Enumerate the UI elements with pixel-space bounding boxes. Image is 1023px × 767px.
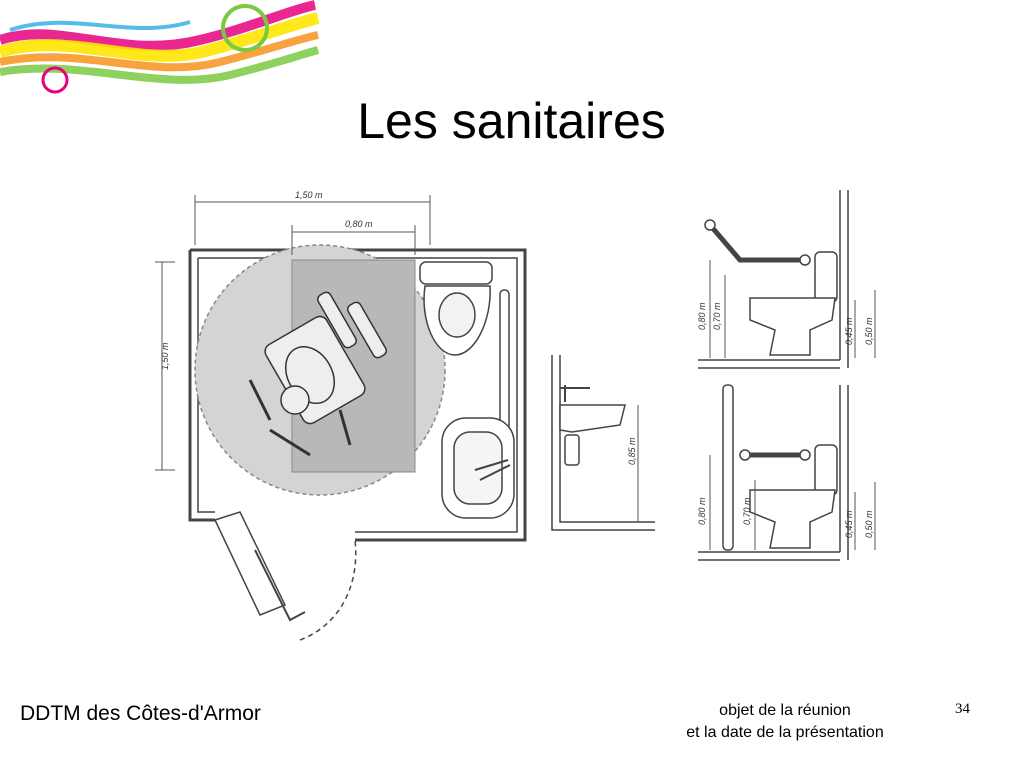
grab-bar-plan — [499, 289, 510, 431]
dimension-seat-top-2: 0,50 m — [864, 317, 874, 345]
dimension-width-total: 1,50 m — [295, 190, 323, 200]
sink-plan-icon — [441, 417, 515, 519]
dimension-grab-bar-bottom: 0,80 m — [697, 497, 707, 525]
dimension-width-zone: 0,80 m — [345, 219, 373, 229]
wheelchair-user-icon — [248, 291, 387, 457]
toilet-elevation-top — [698, 190, 876, 369]
toilet-plan-icon — [419, 261, 493, 356]
dimension-sink-height: 0,85 m — [627, 437, 637, 465]
dimension-seat-bottom: 0,45 m — [844, 510, 854, 538]
footer-organization: DDTM des Côtes-d'Armor — [20, 702, 261, 725]
slide-title: Les sanitaires — [357, 93, 666, 149]
footer-meeting-date: et la date de la présentation — [686, 724, 884, 741]
plan-view — [155, 195, 527, 641]
toilet-elevation-bottom — [698, 384, 876, 561]
dimension-grab-bar-top-2: 0,70 m — [712, 302, 722, 330]
decorative-swoosh — [0, 0, 320, 94]
page-number: 34 — [955, 701, 970, 717]
footer-meeting-subject: objet de la réunion — [719, 702, 851, 719]
accessible-toilet-diagram: 1,50 m 0,80 m 1,50 m 0,85 m — [155, 190, 876, 641]
dimension-grab-bar-bottom-2: 0,70 m — [742, 497, 752, 525]
door-plan — [213, 511, 357, 641]
footer-meeting-info: objet de la réunion et la date de la pré… — [640, 700, 930, 744]
dimension-grab-bar-top: 0,80 m — [697, 302, 707, 330]
sink-elevation — [551, 355, 655, 531]
dimension-lines — [155, 195, 431, 471]
dimension-seat-bottom-2: 0,50 m — [864, 510, 874, 538]
dimension-depth: 1,50 m — [160, 342, 170, 370]
dimension-seat-top: 0,45 m — [844, 317, 854, 345]
